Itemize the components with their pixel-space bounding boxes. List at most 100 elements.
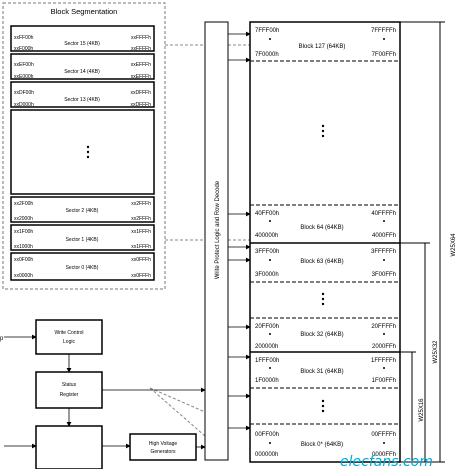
bottom-logic-block	[35, 425, 103, 469]
svg-text:20FF00h: 20FF00h	[255, 324, 279, 330]
svg-text:xxEFFFh: xxEFFFh	[131, 62, 151, 68]
hv-label-1: High Voltage	[149, 441, 178, 447]
svg-text:7FFF00h: 7FFF00h	[255, 28, 279, 34]
svg-text:xx1F00h: xx1F00h	[14, 229, 33, 235]
svg-text:xx0FFFh: xx0FFFh	[131, 257, 151, 263]
svg-text:40FF00h: 40FF00h	[255, 211, 279, 217]
svg-text:00FF00h: 00FF00h	[255, 432, 279, 438]
svg-text:xxFF00h: xxFF00h	[14, 35, 34, 41]
sector-2: xx2F00h xx2FFFh Sector 2 (4KB) xx2000h x…	[10, 196, 155, 223]
row-decode-box	[204, 21, 229, 461]
sector-ellipsis	[86, 145, 90, 159]
svg-text:1F0000h: 1F0000h	[255, 378, 279, 384]
svg-text:xx2F00h: xx2F00h	[14, 201, 33, 207]
array-ellipsis-3	[321, 399, 325, 413]
svg-text:20FFFFh: 20FFFFh	[371, 324, 396, 330]
decode-arrows	[228, 31, 251, 431]
svg-text:xx2FFFh: xx2FFFh	[131, 216, 151, 222]
svg-text:xxD000h: xxD000h	[14, 102, 34, 108]
segmentation-connectors	[149, 44, 250, 437]
svg-text:200000h: 200000h	[255, 344, 278, 350]
svg-text:Sector 13 (4KB): Sector 13 (4KB)	[64, 97, 100, 103]
svg-text:xxFFFFh: xxFFFFh	[131, 46, 151, 52]
svg-text:Block 64 (64KB): Block 64 (64KB)	[300, 225, 343, 231]
svg-text:Sector 15 (4KB): Sector 15 (4KB)	[64, 41, 100, 47]
svg-text:3F0000h: 3F0000h	[255, 272, 279, 278]
hv-label-2: Generators	[150, 449, 176, 455]
capacity-brackets	[400, 21, 445, 463]
svg-text:xxDFFFh: xxDFFFh	[130, 102, 151, 108]
write-control-label-1: Write Control	[54, 330, 83, 336]
svg-text:xx0FFFh: xx0FFFh	[131, 273, 151, 279]
array-ellipsis-2	[321, 292, 325, 306]
sector-0: xx0F00h xx0FFFh Sector 0 (4KB) xx0000h x…	[10, 252, 155, 281]
block-31: 1FFF00h 1FFFFFh Block 31 (64KB) 1F0000h …	[255, 358, 396, 384]
block-0: 00FF00h 00FFFFh Block 0* (64KB) 000000h …	[255, 432, 396, 458]
svg-text:1FFF00h: 1FFF00h	[255, 358, 279, 364]
svg-text:xxF000h: xxF000h	[14, 46, 33, 52]
svg-text:7F00FFh: 7F00FFh	[372, 52, 396, 58]
svg-text:xx1FFFh: xx1FFFh	[131, 244, 151, 250]
high-voltage-generators	[129, 433, 197, 461]
svg-text:xxEF00h: xxEF00h	[14, 62, 34, 68]
svg-text:Sector 2 (4KB): Sector 2 (4KB)	[66, 208, 99, 214]
svg-text:Block 63 (64KB): Block 63 (64KB)	[300, 259, 343, 265]
svg-text:Block 32 (64KB): Block 32 (64KB)	[300, 332, 343, 338]
svg-text:Block 127 (64KB): Block 127 (64KB)	[299, 44, 346, 50]
svg-text:0000FFh: 0000FFh	[372, 452, 396, 458]
segmentation-title: Block Segmentation	[51, 7, 118, 16]
svg-text:xxFFFFh: xxFFFFh	[131, 35, 151, 41]
status-label-1: Status	[62, 382, 77, 388]
write-control-logic	[35, 319, 103, 355]
block-32: 20FF00h 20FFFFh Block 32 (64KB) 200000h …	[255, 324, 396, 350]
svg-text:Sector 1 (4KB): Sector 1 (4KB)	[66, 237, 99, 243]
sector-14: xxEF00h xxEFFFh Sector 14 (4KB) xxE000h …	[10, 53, 155, 80]
svg-text:xxEFFFh: xxEFFFh	[131, 74, 151, 80]
block-64: 40FF00h 40FFFFh Block 64 (64KB) 400000h …	[255, 211, 396, 239]
block-127: 7FFF00h 7FFFFFh Block 127 (64KB) 7F0000h…	[250, 28, 400, 62]
svg-text:1FFFFFh: 1FFFFFh	[371, 358, 396, 364]
svg-text:xxDF00h: xxDF00h	[14, 90, 34, 96]
svg-text:xx2FFFh: xx2FFFh	[131, 201, 151, 207]
segmentation-frame	[2, 2, 166, 290]
svg-text:xx1000h: xx1000h	[14, 244, 33, 250]
svg-text:3F00FFh: 3F00FFh	[372, 272, 396, 278]
write-control-label-2: Logic	[63, 339, 75, 345]
svg-text:Sector 0 (4KB): Sector 0 (4KB)	[66, 265, 99, 271]
array-ellipsis-1	[321, 124, 325, 138]
wp-pin-label: p	[0, 336, 4, 342]
sector-13: xxDF00h xxDFFFh Sector 13 (4KB) xxD000h …	[10, 81, 155, 108]
label-w25x32: W25X32	[433, 340, 439, 364]
status-label-2: Register	[60, 392, 79, 398]
row-decode-label: Write Protect Logic and Row Decode	[215, 180, 221, 279]
label-w25x16: W25X16	[419, 398, 425, 422]
svg-text:7F0000h: 7F0000h	[255, 52, 279, 58]
svg-text:Sector 14 (4KB): Sector 14 (4KB)	[64, 69, 100, 75]
svg-text:xx1FFFh: xx1FFFh	[131, 229, 151, 235]
label-w25x64: W25X64	[451, 233, 457, 257]
svg-text:3FFFFFh: 3FFFFFh	[371, 249, 396, 255]
svg-text:4000FFh: 4000FFh	[372, 233, 396, 239]
svg-text:xx0000h: xx0000h	[14, 273, 33, 279]
svg-text:40FFFFh: 40FFFFh	[371, 211, 396, 217]
status-register	[35, 371, 103, 409]
svg-text:xxDFFFh: xxDFFFh	[130, 90, 151, 96]
svg-text:3FFF00h: 3FFF00h	[255, 249, 279, 255]
svg-text:00FFFFh: 00FFFFh	[371, 432, 396, 438]
svg-text:Block 0* (64KB): Block 0* (64KB)	[301, 442, 343, 448]
svg-text:xx2000h: xx2000h	[14, 216, 33, 222]
svg-text:400000h: 400000h	[255, 233, 278, 239]
memory-array	[249, 21, 401, 463]
svg-text:Block 31 (64KB): Block 31 (64KB)	[300, 369, 343, 375]
svg-text:xx0F00h: xx0F00h	[14, 257, 33, 263]
svg-text:2000FFh: 2000FFh	[372, 344, 396, 350]
svg-text:1F00FFh: 1F00FFh	[372, 378, 396, 384]
block-63: 3FFF00h 3FFFFFh Block 63 (64KB) 3F0000h …	[255, 249, 396, 278]
svg-text:000000h: 000000h	[255, 452, 278, 458]
sector-gap	[10, 109, 155, 195]
svg-text:7FFFFFh: 7FFFFFh	[371, 28, 396, 34]
watermark: elecfans.com	[340, 454, 433, 469]
svg-text:xxE000h: xxE000h	[14, 74, 34, 80]
sector-1: xx1F00h xx1FFFh Sector 1 (4KB) xx1000h x…	[10, 224, 155, 251]
